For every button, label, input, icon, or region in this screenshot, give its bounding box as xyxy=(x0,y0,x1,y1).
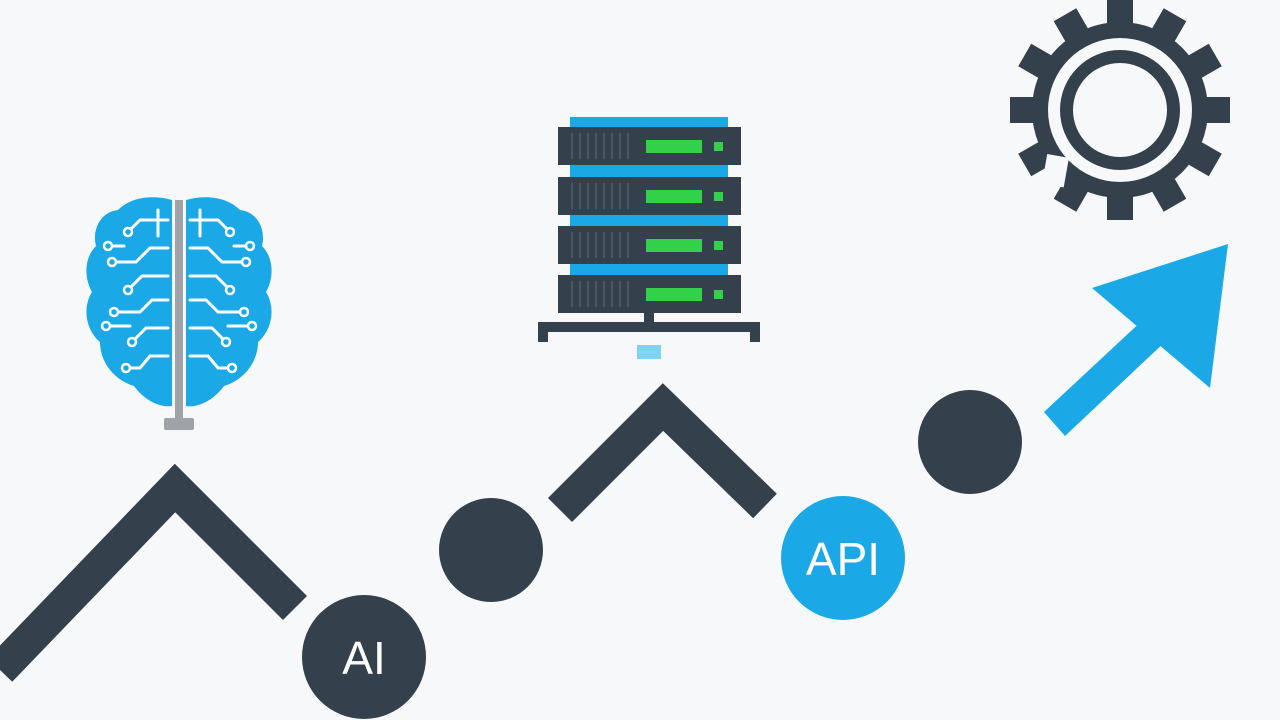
gear-icon xyxy=(1010,0,1230,220)
trend-dot-1 xyxy=(439,498,543,602)
trend-dot-2 xyxy=(918,390,1022,494)
ai-bubble-circle xyxy=(302,595,426,719)
trend-segment-left xyxy=(0,463,308,682)
api-bubble: API xyxy=(781,496,905,620)
server-rack-icon xyxy=(538,117,760,359)
ai-bubble: AI xyxy=(302,595,426,719)
api-bubble-circle xyxy=(781,496,905,620)
api-bubble-label: API xyxy=(806,533,880,585)
server-unit-2 xyxy=(558,177,741,215)
server-unit-1 xyxy=(558,127,741,165)
ai-bubble-label: AI xyxy=(342,632,385,684)
server-unit-4 xyxy=(558,275,741,313)
server-unit-3 xyxy=(558,226,741,264)
brain-circuit-icon xyxy=(86,197,272,430)
trend-line xyxy=(0,383,777,682)
trend-segment-middle xyxy=(547,383,777,523)
growth-arrow-icon xyxy=(1044,244,1228,436)
